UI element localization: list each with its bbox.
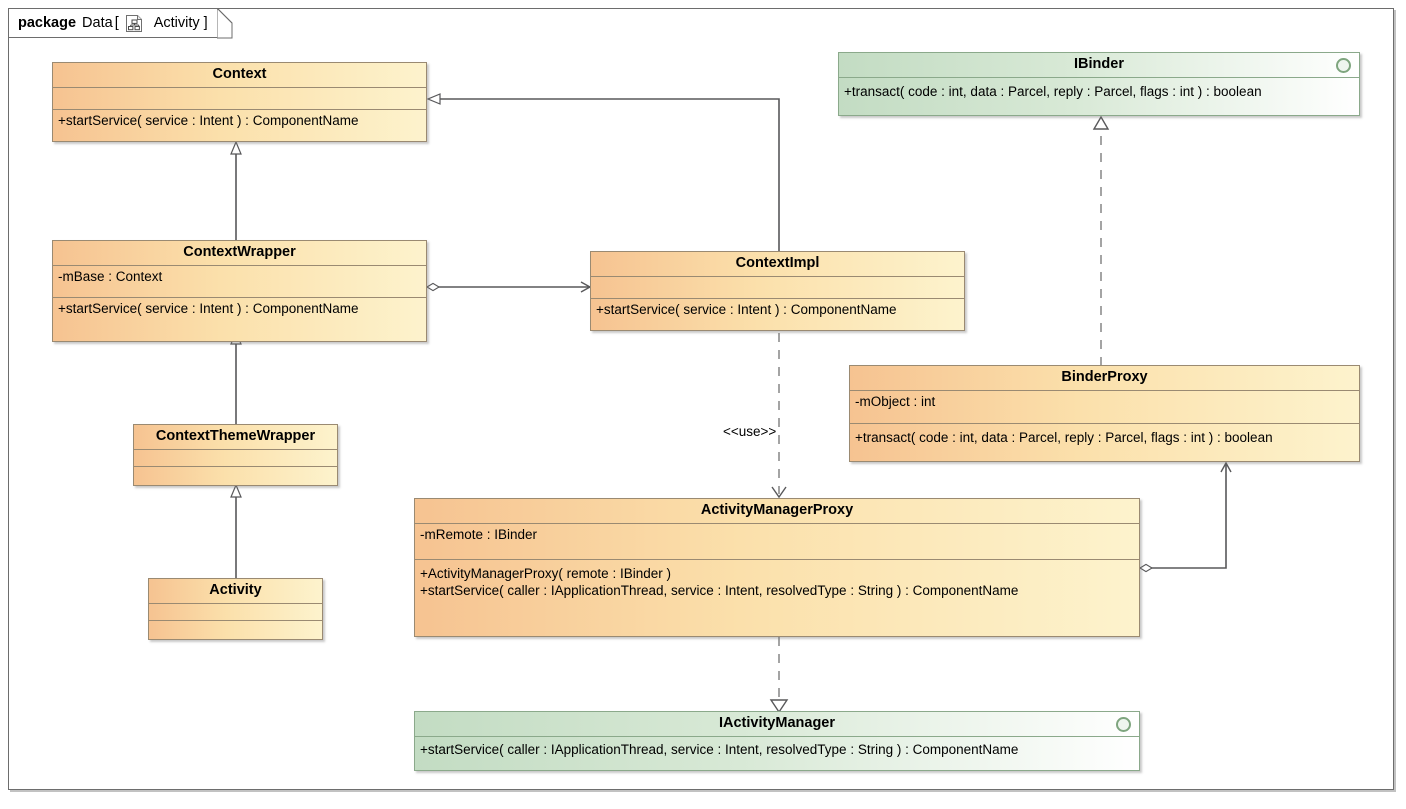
class-name-activity-manager-proxy: ActivityManagerProxy: [415, 499, 1139, 524]
package-bracket-close: ]: [203, 15, 208, 31]
stereotype-use-label: <<use>>: [722, 424, 778, 439]
operation-line: +transact( code : int, data : Parcel, re…: [855, 430, 1273, 445]
class-operations-binder-proxy: +transact( code : int, data : Parcel, re…: [850, 424, 1359, 461]
class-name-context-wrapper: ContextWrapper: [53, 241, 426, 266]
class-operations-context-wrapper: +startService( service : Intent ) : Comp…: [53, 298, 426, 341]
class-name-context-impl: ContextImpl: [591, 252, 964, 277]
interface-circle-icon: [1116, 717, 1131, 732]
class-operations-context: +startService( service : Intent ) : Comp…: [53, 110, 426, 141]
class-name-context: Context: [53, 63, 426, 88]
operation-line: +startService( service : Intent ) : Comp…: [596, 302, 897, 317]
class-box-context-theme-wrapper[interactable]: ContextThemeWrapper: [133, 424, 338, 486]
class-box-context-wrapper[interactable]: ContextWrapper -mBase : Context +startSe…: [52, 240, 427, 342]
interface-box-iactivity-manager[interactable]: IActivityManager +startService( caller :…: [414, 711, 1140, 771]
class-attributes-context-impl: [591, 277, 964, 299]
class-box-context-impl[interactable]: ContextImpl +startService( service : Int…: [590, 251, 965, 331]
package-diagram-name: Activity: [153, 15, 200, 31]
class-box-activity-manager-proxy[interactable]: ActivityManagerProxy -mRemote : IBinder …: [414, 498, 1140, 637]
class-attributes-activity-manager-proxy: -mRemote : IBinder: [415, 524, 1139, 560]
package-tab-corner: [216, 6, 233, 39]
class-attributes-binder-proxy: -mObject : int: [850, 391, 1359, 424]
class-box-binder-proxy[interactable]: BinderProxy -mObject : int +transact( co…: [849, 365, 1360, 462]
operation-line: +startService( caller : IApplicationThre…: [420, 583, 1019, 598]
attribute-line: -mObject : int: [855, 394, 936, 409]
class-name-binder-proxy: BinderProxy: [850, 366, 1359, 391]
class-operations-context-impl: +startService( service : Intent ) : Comp…: [591, 299, 964, 330]
class-attributes-activity: [149, 604, 322, 621]
class-operations-activity-manager-proxy: +ActivityManagerProxy( remote : IBinder …: [415, 560, 1139, 636]
package-frame: [8, 8, 1394, 790]
interface-box-ibinder[interactable]: IBinder +transact( code : int, data : Pa…: [838, 52, 1360, 116]
class-operations-activity: [149, 621, 322, 639]
diagram-tree-icon: [125, 14, 144, 33]
class-box-context[interactable]: Context +startService( service : Intent …: [52, 62, 427, 142]
class-operations-context-theme-wrapper: [134, 467, 337, 485]
attribute-line: -mBase : Context: [58, 269, 163, 284]
class-attributes-context-theme-wrapper: [134, 450, 337, 467]
attribute-line: -mRemote : IBinder: [420, 527, 538, 542]
interface-name-iactivity-manager: IActivityManager: [415, 712, 1139, 737]
interface-operations-ibinder: +transact( code : int, data : Parcel, re…: [839, 78, 1359, 114]
package-bracket-open: [: [114, 15, 119, 31]
class-name-activity: Activity: [149, 579, 322, 604]
operation-line: +ActivityManagerProxy( remote : IBinder …: [420, 566, 671, 581]
operation-line: +startService( service : Intent ) : Comp…: [58, 301, 359, 316]
operation-line: +startService( service : Intent ) : Comp…: [58, 113, 359, 128]
package-keyword: package: [18, 15, 77, 31]
interface-operations-iactivity-manager: +startService( caller : IApplicationThre…: [415, 737, 1139, 770]
class-box-activity[interactable]: Activity: [148, 578, 323, 640]
package-name: Data: [82, 15, 113, 31]
interface-name-ibinder: IBinder: [839, 53, 1359, 78]
class-name-context-theme-wrapper: ContextThemeWrapper: [134, 425, 337, 450]
operation-line: +startService( caller : IApplicationThre…: [420, 742, 1019, 757]
package-tab[interactable]: package Data [ Activity ]: [8, 6, 233, 39]
class-attributes-context: [53, 88, 426, 110]
class-attributes-context-wrapper: -mBase : Context: [53, 266, 426, 298]
interface-circle-icon: [1336, 58, 1351, 73]
operation-line: +transact( code : int, data : Parcel, re…: [844, 84, 1262, 99]
